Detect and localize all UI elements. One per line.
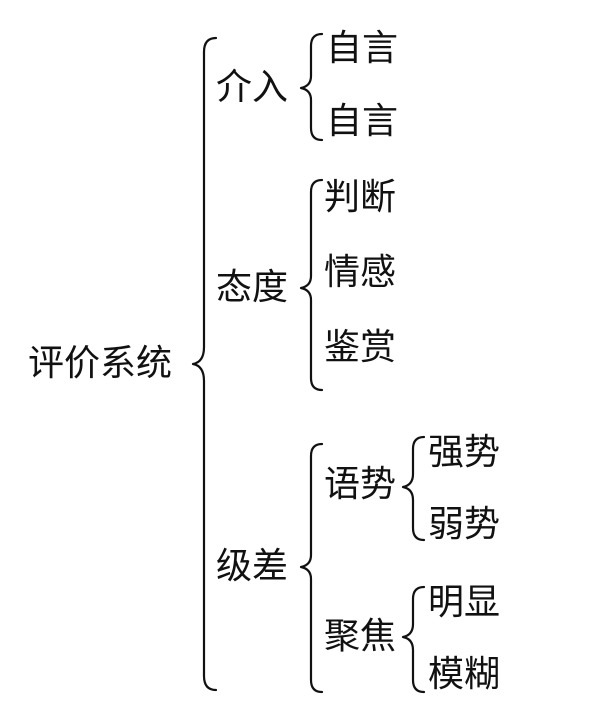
force-child-weak: 弱势 [428, 504, 501, 545]
attitude-child-judgement: 判断 [324, 177, 397, 218]
attitude-child-appreciation: 鉴赏 [324, 327, 397, 368]
engagement-child-1: 自言 [326, 28, 399, 69]
graduation-bracket [299, 442, 324, 694]
attitude-bracket [299, 178, 324, 392]
force-bracket [401, 435, 426, 542]
focus-label: 聚焦 [324, 616, 397, 657]
focus-child-sharp: 明显 [428, 582, 501, 623]
focus-child-soft: 模糊 [428, 654, 501, 695]
force-label: 语势 [324, 464, 397, 505]
engagement-label: 介入 [216, 67, 289, 108]
attitude-child-affect: 情感 [324, 252, 397, 293]
focus-bracket [401, 585, 426, 694]
root-label: 评价系统 [28, 343, 173, 384]
attitude-label: 态度 [216, 267, 289, 308]
graduation-label: 级差 [216, 546, 289, 587]
root-bracket [191, 36, 218, 692]
engagement-bracket [299, 32, 324, 142]
engagement-child-2: 自言 [326, 101, 399, 142]
force-child-strong: 强势 [428, 432, 501, 473]
